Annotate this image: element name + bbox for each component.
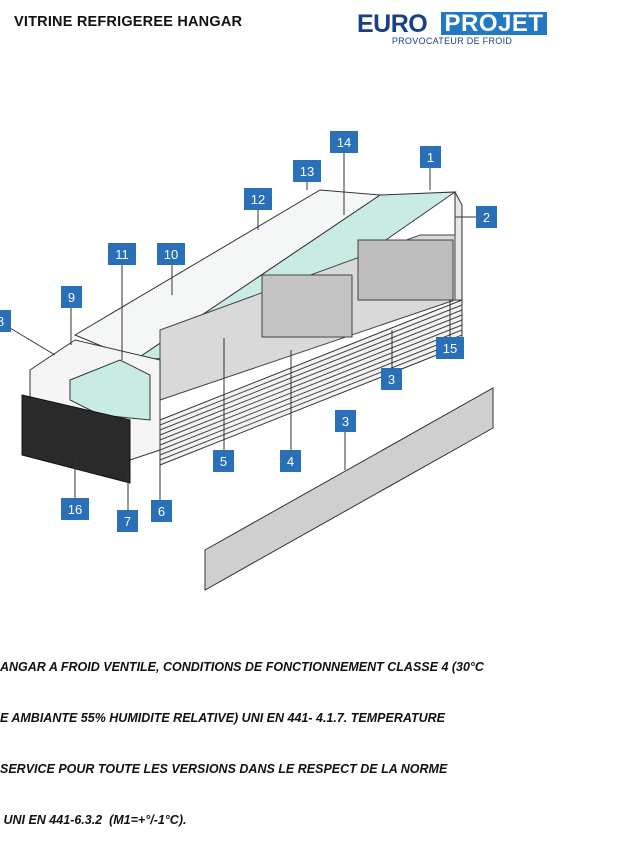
svg-text:10: 10 bbox=[164, 247, 178, 262]
svg-text:6: 6 bbox=[158, 504, 165, 519]
svg-text:16: 16 bbox=[68, 502, 82, 517]
svg-text:14: 14 bbox=[337, 135, 351, 150]
callout-15: 15 bbox=[436, 337, 464, 359]
svg-text:12: 12 bbox=[251, 192, 265, 207]
right-end-panel bbox=[454, 191, 463, 301]
callout-3: 3 bbox=[381, 368, 402, 390]
callout-13: 13 bbox=[293, 160, 321, 182]
description-line-2: E AMBIANTE 55% HUMIDITE RELATIVE) UNI EN… bbox=[0, 711, 445, 725]
callout-16: 16 bbox=[61, 498, 89, 520]
compartment-right bbox=[357, 239, 454, 301]
callout-1: 1 bbox=[420, 146, 441, 168]
europrojet-logo: EURO PROJET PROVOCATEUR DE FROID bbox=[357, 12, 547, 46]
description-line-1: ANGAR A FROID VENTILE, CONDITIONS DE FON… bbox=[0, 660, 484, 674]
svg-text:4: 4 bbox=[287, 454, 294, 469]
svg-text:8: 8 bbox=[0, 314, 4, 329]
logo-euro-text: EURO bbox=[357, 10, 428, 38]
svg-text:9: 9 bbox=[68, 290, 75, 305]
callout-12: 12 bbox=[244, 188, 272, 210]
callout-4: 4 bbox=[280, 450, 301, 472]
callout-8: 8 bbox=[0, 310, 11, 332]
callout-3b: 3 bbox=[335, 410, 356, 432]
svg-text:13: 13 bbox=[300, 164, 314, 179]
front-slats bbox=[159, 304, 463, 461]
logo-projet-text: PROJET bbox=[441, 12, 547, 36]
callout-5: 5 bbox=[213, 450, 234, 472]
description-text: ANGAR A FROID VENTILE, CONDITIONS DE FON… bbox=[0, 625, 625, 846]
document-title: VITRINE REFRIGEREE HANGAR bbox=[14, 14, 243, 30]
svg-text:3: 3 bbox=[342, 414, 349, 429]
description-line-3: SERVICE POUR TOUTE LES VERSIONS DANS LE … bbox=[0, 762, 448, 776]
svg-text:11: 11 bbox=[115, 247, 129, 262]
callout-10: 10 bbox=[157, 243, 185, 265]
callout-11: 11 bbox=[108, 243, 136, 265]
svg-text:15: 15 bbox=[443, 341, 457, 356]
svg-text:2: 2 bbox=[483, 210, 490, 225]
svg-text:3: 3 bbox=[388, 372, 395, 387]
svg-text:5: 5 bbox=[220, 454, 227, 469]
logo-tagline: PROVOCATEUR DE FROID bbox=[391, 36, 513, 46]
front-plinth-panel bbox=[21, 394, 131, 484]
description-line-4: UNI EN 441-6.3.2 (M1=+°/-1°C). bbox=[0, 813, 187, 827]
callout-6: 6 bbox=[151, 500, 172, 522]
loose-side-panel bbox=[204, 387, 494, 591]
svg-text:1: 1 bbox=[427, 150, 434, 165]
svg-text:7: 7 bbox=[124, 514, 131, 529]
leader-lines bbox=[9, 153, 476, 510]
callout-14: 14 bbox=[330, 131, 358, 153]
compartment-middle bbox=[261, 274, 353, 338]
display-case-drawing: 1 2 3 3 4 5 6 7 8 9 10 11 12 13 14 15 16 bbox=[0, 131, 497, 591]
callout-7: 7 bbox=[117, 510, 138, 532]
callout-2: 2 bbox=[476, 206, 497, 228]
callout-9: 9 bbox=[61, 286, 82, 308]
left-glass-box bbox=[69, 359, 151, 421]
